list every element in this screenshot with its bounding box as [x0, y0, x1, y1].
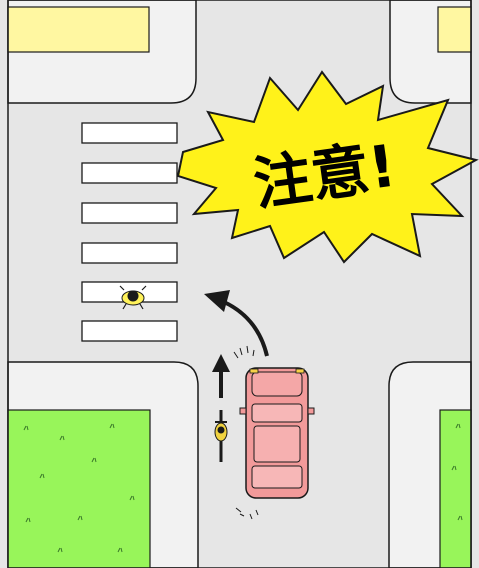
grass-bottom-right [439, 409, 472, 568]
car-icon [239, 367, 315, 499]
yellow-block-top-right [437, 6, 472, 53]
motion-lines [233, 345, 259, 520]
yellow-block-top-left [7, 6, 150, 53]
crosswalk [81, 122, 178, 342]
up-arrow-icon [212, 354, 230, 398]
pedestrian-icon [119, 285, 147, 310]
frame-border [7, 0, 472, 568]
grass-tufts [23, 423, 463, 553]
bicycle-icon [214, 410, 228, 462]
curved-arrow-icon [204, 290, 269, 357]
grass-bottom-left [7, 409, 151, 568]
warning-burst: 注意! [176, 70, 479, 264]
